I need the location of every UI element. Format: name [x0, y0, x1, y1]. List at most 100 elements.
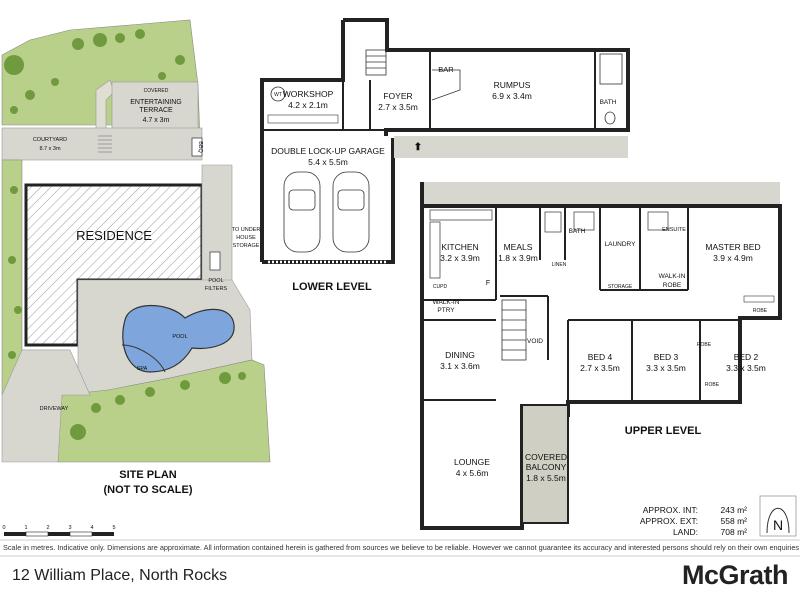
walkin-robe-label-1: WALK-IN	[659, 273, 686, 280]
meals-dim: 1.8 x 3.9m	[498, 253, 538, 263]
balcony-dim: 1.8 x 5.5m	[526, 473, 566, 483]
disclaimer: Scale in metres. Indicative only. Dimens…	[3, 543, 799, 552]
bed2-dim: 3.3 x 3.5m	[726, 363, 766, 373]
kitchen-dim: 3.2 x 3.9m	[440, 253, 480, 263]
spa-label: SPA	[137, 366, 148, 372]
pool-label: POOL	[172, 334, 187, 340]
property-address: 12 William Place, North Rocks	[12, 567, 228, 584]
courtyard-label: COURTYARD	[33, 137, 67, 143]
balcony-label-2: BALCONY	[526, 462, 567, 472]
bbq-label: BBQ	[197, 141, 203, 153]
area-summary: APPROX. INT: 243 m² APPROX. EXT: 558 m² LA…	[636, 505, 747, 538]
lower-bath-label: BATH	[600, 99, 617, 106]
bed3-label: BED 3	[654, 352, 679, 362]
robe-label-1: ROBE	[753, 308, 768, 314]
lounge-dim: 4 x 5.6m	[456, 468, 489, 478]
kitchen-label: KITCHEN	[441, 242, 478, 252]
upper-bath-label: BATH	[569, 228, 586, 235]
courtyard-steps	[98, 135, 112, 153]
robe-label-2: ROBE	[697, 342, 712, 348]
walkin-pantry-label-2: PTRY	[437, 307, 455, 314]
driveway	[1, 349, 91, 463]
driveway-label: DRIVEWAY	[40, 406, 69, 412]
garage-label: DOUBLE LOCK-UP GARAGE	[271, 146, 385, 156]
meals-label: MEALS	[504, 242, 533, 252]
balcony-label-1: COVERED	[525, 452, 567, 462]
storage-label-3: STORAGE	[233, 243, 260, 249]
storage-label: STORAGE	[608, 284, 633, 290]
covered-balcony	[521, 404, 569, 524]
walkin-robe-label-2: ROBE	[663, 282, 682, 289]
lower-level: WT BAR BATH WORKSHOP 4.2 x 2.1m FOYER 2.…	[260, 18, 630, 293]
upper-stairs	[501, 299, 527, 361]
land-value: 708 m²	[720, 527, 747, 537]
dining-dim: 3.1 x 3.6m	[440, 361, 480, 371]
master-bed-dim: 3.9 x 4.9m	[713, 253, 753, 263]
lower-stairs	[365, 49, 387, 76]
land-label: LAND:	[672, 527, 698, 537]
rumpus-dim: 6.9 x 3.4m	[492, 91, 532, 101]
lower-level-title: LOWER LEVEL	[292, 281, 372, 293]
scale-tick-5: 5	[112, 525, 115, 531]
linen-label: LINEN	[552, 262, 567, 268]
foyer-dim: 2.7 x 3.5m	[378, 102, 418, 112]
area-ext-label: APPROX. EXT:	[639, 516, 698, 526]
bed3-dim: 3.3 x 3.5m	[646, 363, 686, 373]
terrace-label-1: COVERED	[144, 88, 169, 94]
fridge-label: F	[486, 280, 490, 287]
terrace-label-2: ENTERTAINING	[130, 99, 181, 106]
master-bed-label: MASTER BED	[705, 242, 760, 252]
ensuite-label: ENSUITE	[662, 227, 686, 233]
scale-tick-2: 2	[46, 525, 49, 531]
scale-bar: 0 1 2 3 4 5	[2, 525, 116, 537]
residence-label: RESIDENCE	[76, 228, 152, 243]
bbq	[191, 137, 203, 157]
lounge-label: LOUNGE	[454, 457, 490, 467]
workshop-label: WORKSHOP	[283, 89, 334, 99]
compass-icon: N	[759, 495, 797, 537]
wt-label: WT	[274, 92, 282, 98]
courtyard-dim: 8.7 x 3m	[39, 146, 61, 152]
area-ext-value: 558 m²	[720, 516, 747, 526]
workshop-dim: 4.2 x 2.1m	[288, 100, 328, 110]
compass-n: N	[773, 517, 783, 533]
spa-divider	[121, 344, 166, 373]
shrubs	[4, 29, 185, 114]
terrace-label-3: TERRACE	[139, 107, 173, 114]
area-int-value: 243 m²	[720, 505, 747, 515]
walkin-pantry-label-1: WALK-IN	[433, 299, 460, 306]
storage-label-2: HOUSE	[236, 235, 256, 241]
area-int-label: APPROX. INT:	[642, 505, 698, 515]
cupd-label: CUPD	[433, 284, 448, 290]
scale-tick-3: 3	[68, 525, 71, 531]
bed4-label: BED 4	[588, 352, 613, 362]
rumpus-label: RUMPUS	[494, 80, 531, 90]
dining-label: DINING	[445, 350, 475, 360]
site-plan-subtitle: (NOT TO SCALE)	[103, 484, 192, 496]
pool-filters	[209, 251, 221, 271]
bed2-label: BED 2	[734, 352, 759, 362]
storage-label-1: TO UNDER	[232, 227, 261, 233]
foyer-label: FOYER	[383, 91, 412, 101]
scale-tick-1: 1	[24, 525, 27, 531]
upper-level: KITCHEN 3.2 x 3.9m MEALS 1.8 x 3.9m MAST…	[420, 182, 782, 530]
upper-level-title: UPPER LEVEL	[625, 425, 702, 437]
shrubs-bottom	[8, 186, 246, 440]
robe-label-3: ROBE	[705, 382, 720, 388]
entry-arrow-icon: ⬆	[414, 142, 422, 153]
site-plan-title: SITE PLAN	[119, 469, 177, 481]
cars	[283, 171, 370, 253]
bed4-dim: 2.7 x 3.5m	[580, 363, 620, 373]
terrace-dim: 4.7 x 3m	[143, 117, 170, 124]
scale-tick-0: 0	[2, 525, 5, 531]
brand-logo: McGrath	[681, 560, 789, 590]
site-plan: COVERED ENTERTAINING TERRACE 4.7 x 3m CO…	[1, 19, 271, 496]
void-label: VOID	[527, 338, 543, 345]
pool-filters-label-2: FILTERS	[205, 286, 228, 292]
garage-dim: 5.4 x 5.5m	[308, 157, 348, 167]
bar-label: BAR	[438, 65, 454, 74]
covered-terrace	[111, 81, 199, 131]
laundry-label: LAUNDRY	[605, 241, 637, 248]
pool-filters-label-1: POOL	[208, 278, 223, 284]
